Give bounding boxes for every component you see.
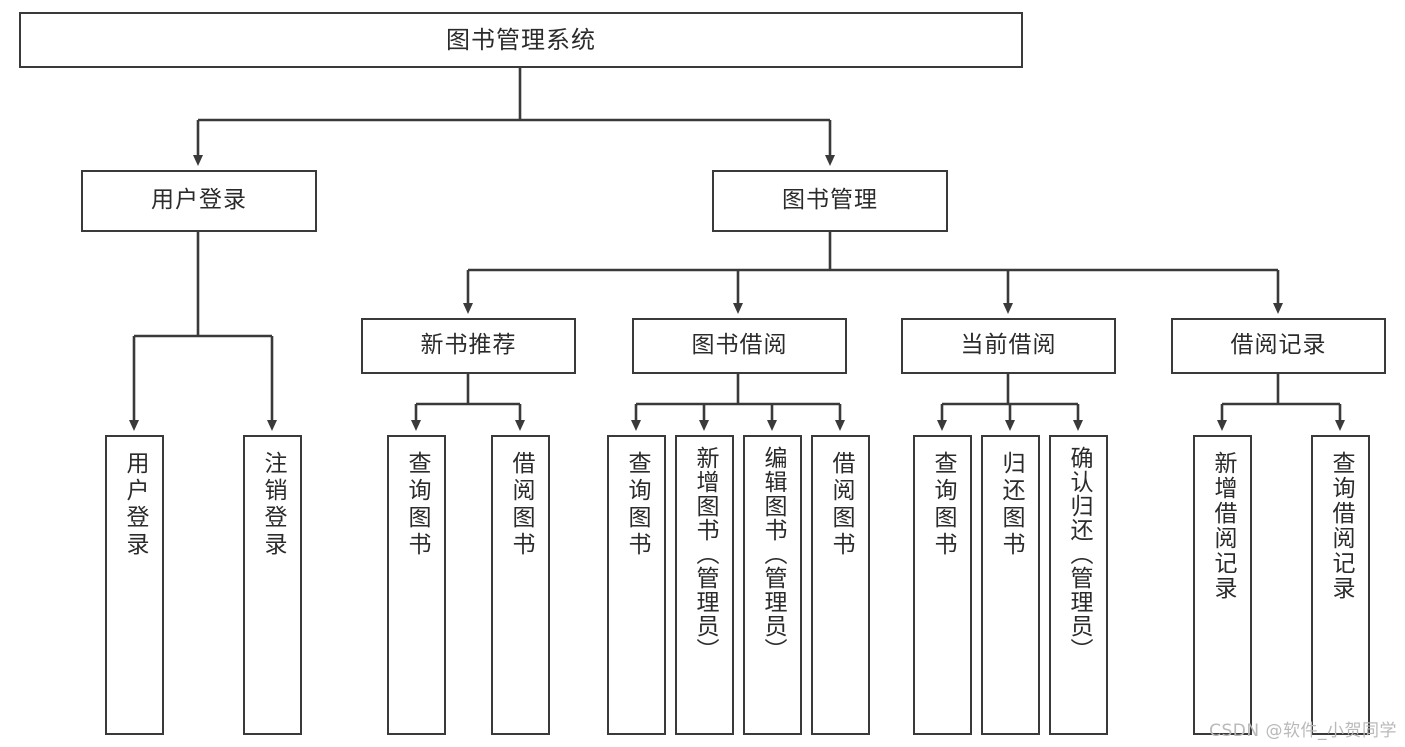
node-root-label: 图书管理系统 [446,25,596,54]
leaf-user-login-login[interactable]: 用户登录 [105,435,164,735]
node-current-borrow-label: 当前借阅 [960,332,1057,359]
leaf-borrow-record-query[interactable]: 查询借阅记录 [1311,435,1370,735]
leaf-borrow-record-add[interactable]: 新增借阅记录 [1193,435,1252,735]
node-borrow-record-label: 借阅记录 [1230,332,1327,359]
leaf-label: 借阅图书 [508,451,534,559]
leaf-new-book-borrow[interactable]: 借阅图书 [491,435,550,735]
leaf-label: 注销登录 [260,451,286,559]
leaf-label: 归还图书 [998,451,1024,559]
node-current-borrow[interactable]: 当前借阅 [901,318,1116,374]
node-root[interactable]: 图书管理系统 [19,12,1023,68]
leaf-label: 查询图书 [404,451,430,559]
leaf-current-borrow-return[interactable]: 归还图书 [981,435,1040,735]
node-book-manage-label: 图书管理 [782,187,878,214]
leaf-new-book-query[interactable]: 查询图书 [387,435,446,735]
leaf-book-borrow-add[interactable]: 新增图书（管理员） [675,435,734,735]
node-new-book-recommend-label: 新书推荐 [420,332,517,359]
leaf-label: 用户登录 [122,451,148,559]
leaf-book-borrow-query[interactable]: 查询图书 [607,435,666,735]
leaf-current-borrow-query[interactable]: 查询图书 [913,435,972,735]
leaf-book-borrow-edit[interactable]: 编辑图书（管理员） [743,435,802,735]
leaf-label: 借阅图书 [828,451,854,559]
node-book-manage[interactable]: 图书管理 [712,170,948,232]
node-new-book-recommend[interactable]: 新书推荐 [361,318,576,374]
leaf-user-login-logout[interactable]: 注销登录 [243,435,302,735]
leaf-label: 查询图书 [930,451,956,559]
csdn-watermark: CSDN @软件_小贺同学 [1209,721,1397,741]
node-borrow-record[interactable]: 借阅记录 [1171,318,1386,374]
leaf-label: 查询借阅记录 [1328,451,1354,601]
leaf-label: 编辑图书（管理员） [760,446,786,662]
leaf-book-borrow-borrow[interactable]: 借阅图书 [811,435,870,735]
leaf-label: 查询图书 [624,451,650,559]
node-book-borrow-label: 图书借阅 [691,332,788,359]
node-user-login[interactable]: 用户登录 [81,170,317,232]
node-book-borrow[interactable]: 图书借阅 [632,318,847,374]
node-user-login-label: 用户登录 [151,187,247,214]
leaf-label: 确认归还（管理员） [1066,446,1092,662]
leaf-current-borrow-confirm[interactable]: 确认归还（管理员） [1049,435,1108,735]
leaf-label: 新增借阅记录 [1210,451,1236,601]
leaf-label: 新增图书（管理员） [692,446,718,662]
